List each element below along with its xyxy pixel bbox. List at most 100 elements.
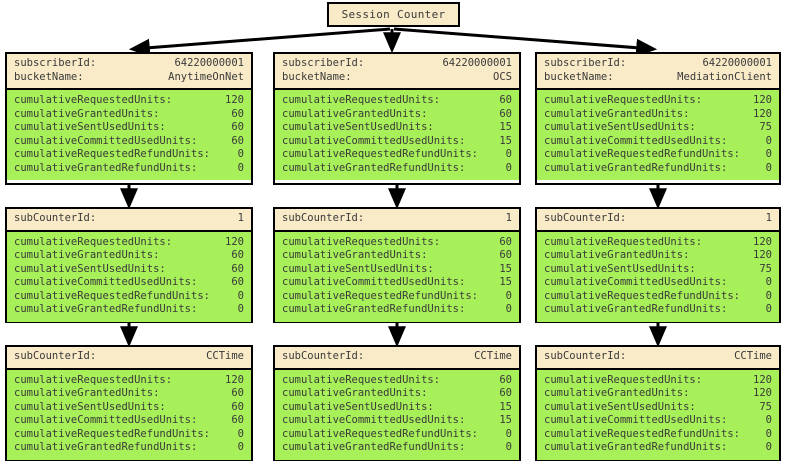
field-value: 120 <box>753 235 772 248</box>
field-key: cumulativeSentUsedUnits: <box>14 121 166 133</box>
field-value: 0 <box>237 303 244 315</box>
sub-counter-box-column-1-2[interactable]: subCounterId: CCTime cumulativeRequested… <box>273 345 521 461</box>
sub-counter-box-column-2-2[interactable]: subCounterId: CCTime cumulativeRequested… <box>535 345 781 461</box>
field-row: cumulativeGrantedUnits: 120 <box>544 249 772 263</box>
field-row: cumulativeSentUsedUnits: 60 <box>14 401 244 415</box>
field-row: cumulativeRequestedRefundUnits: 0 <box>14 148 244 162</box>
sub-counter-box-header: subCounterId: 1 <box>7 209 251 230</box>
field-value: 1 <box>505 212 512 224</box>
bucket-box-body: cumulativeRequestedUnits: 120 cumulative… <box>7 88 251 180</box>
sub-counter-box-body: cumulativeRequestedUnits: 60 cumulativeG… <box>275 367 519 460</box>
sub-counter-box-body: cumulativeRequestedUnits: 120 cumulative… <box>7 229 251 322</box>
bucket-box-column-1[interactable]: subscriberId: 64220000001 bucketName: OC… <box>273 52 521 185</box>
sub-counter-box-header: subCounterId: CCTime <box>275 347 519 368</box>
field-key: cumulativeRequestedUnits: <box>544 235 703 248</box>
field-key: cumulativeCommittedUsedUnits: <box>14 276 198 288</box>
field-value: 0 <box>765 289 772 302</box>
field-value: 0 <box>237 161 244 174</box>
field-value: 60 <box>499 235 512 248</box>
field-value: 60 <box>499 94 512 106</box>
field-row: cumulativeRequestedUnits: 120 <box>544 236 772 250</box>
field-value: 15 <box>499 414 512 426</box>
field-row: cumulativeRequestedUnits: 120 <box>14 236 244 250</box>
field-row: cumulativeRequestedRefundUnits: 0 <box>544 148 772 162</box>
field-row: cumulativeSentUsedUnits: 60 <box>14 121 244 135</box>
field-row: cumulativeSentUsedUnits: 15 <box>282 401 512 415</box>
field-key: cumulativeCommittedUsedUnits: <box>282 276 466 288</box>
field-key: subscriberId: <box>544 57 627 69</box>
field-value: AnytimeOnNet <box>168 70 244 83</box>
field-row: cumulativeCommittedUsedUnits: 60 <box>14 414 244 428</box>
field-value: MediationClient <box>677 70 772 83</box>
field-key: cumulativeGrantedRefundUnits: <box>544 441 728 453</box>
field-key: cumulativeGrantedRefundUnits: <box>544 303 728 315</box>
field-row: cumulativeGrantedRefundUnits: 0 <box>14 441 244 455</box>
bucket-box-column-0[interactable]: subscriberId: 64220000001 bucketName: An… <box>5 52 253 185</box>
field-key: cumulativeRequestedUnits: <box>282 235 441 248</box>
field-key: cumulativeGrantedUnits: <box>544 107 690 120</box>
field-value: 64220000001 <box>174 57 244 69</box>
field-value: 0 <box>505 441 512 453</box>
field-value: 0 <box>505 303 512 315</box>
field-row: subscriberId: 64220000001 <box>544 57 772 71</box>
field-key: cumulativeSentUsedUnits: <box>544 121 696 133</box>
bucket-box-column-2[interactable]: subscriberId: 64220000001 bucketName: Me… <box>535 52 781 185</box>
field-row: cumulativeGrantedUnits: 60 <box>14 108 244 122</box>
field-row: cumulativeRequestedUnits: 120 <box>14 374 244 388</box>
field-key: cumulativeGrantedUnits: <box>14 387 160 399</box>
field-value: 60 <box>231 387 244 399</box>
sub-counter-box-column-2-1[interactable]: subCounterId: 1 cumulativeRequestedUnits… <box>535 207 781 323</box>
field-row: cumulativeGrantedRefundUnits: 0 <box>14 162 244 176</box>
sub-counter-box-body: cumulativeRequestedUnits: 60 cumulativeG… <box>275 229 519 322</box>
field-value: 60 <box>231 414 244 426</box>
field-value: 0 <box>765 414 772 426</box>
field-value: 15 <box>499 262 512 275</box>
field-value: 0 <box>505 148 512 160</box>
field-value: 120 <box>753 373 772 386</box>
field-row: subCounterId: 1 <box>14 212 244 226</box>
field-value: 15 <box>499 400 512 413</box>
field-key: cumulativeGrantedUnits: <box>282 387 428 399</box>
field-value: 0 <box>237 148 244 160</box>
field-row: cumulativeCommittedUsedUnits: 60 <box>14 276 244 290</box>
sub-counter-box-header: subCounterId: 1 <box>275 209 519 230</box>
field-key: cumulativeGrantedRefundUnits: <box>282 441 466 453</box>
field-key: subscriberId: <box>282 57 365 69</box>
field-row: cumulativeCommittedUsedUnits: 15 <box>282 276 512 290</box>
field-value: CCTime <box>734 350 772 362</box>
field-key: cumulativeCommittedUsedUnits: <box>544 134 728 147</box>
sub-counter-box-body: cumulativeRequestedUnits: 120 cumulative… <box>7 367 251 460</box>
field-key: cumulativeCommittedUsedUnits: <box>282 414 466 426</box>
bucket-box-header: subscriberId: 64220000001 bucketName: An… <box>7 54 251 88</box>
field-value: 0 <box>765 427 772 440</box>
field-key: cumulativeRequestedUnits: <box>544 373 703 386</box>
field-row: subCounterId: 1 <box>544 212 772 226</box>
session-counter-node[interactable]: Session Counter <box>327 2 460 27</box>
field-key: cumulativeSentUsedUnits: <box>14 262 166 275</box>
field-key: cumulativeRequestedRefundUnits: <box>282 289 478 302</box>
field-key: cumulativeCommittedUsedUnits: <box>544 414 728 426</box>
field-row: cumulativeRequestedRefundUnits: 0 <box>14 428 244 442</box>
field-value: 120 <box>225 373 244 386</box>
connector-root-to-column-2 <box>393 27 658 57</box>
field-key: subCounterId: <box>282 350 365 362</box>
sub-counter-box-column-0-1[interactable]: subCounterId: 1 cumulativeRequestedUnits… <box>5 207 253 323</box>
field-key: cumulativeRequestedRefundUnits: <box>544 289 740 302</box>
field-row: cumulativeRequestedUnits: 120 <box>544 374 772 388</box>
field-key: cumulativeSentUsedUnits: <box>282 121 434 133</box>
field-key: cumulativeRequestedUnits: <box>282 373 441 386</box>
field-row: cumulativeGrantedRefundUnits: 0 <box>544 162 772 176</box>
sub-counter-box-column-1-1[interactable]: subCounterId: 1 cumulativeRequestedUnits… <box>273 207 521 323</box>
field-value: 60 <box>231 262 244 275</box>
field-value: 64220000001 <box>442 57 512 69</box>
field-value: 0 <box>765 148 772 160</box>
field-key: cumulativeRequestedRefundUnits: <box>14 148 210 160</box>
field-row: cumulativeGrantedRefundUnits: 0 <box>282 441 512 455</box>
field-key: subCounterId: <box>544 350 627 362</box>
sub-counter-box-column-0-2[interactable]: subCounterId: CCTime cumulativeRequested… <box>5 345 253 461</box>
field-row: cumulativeCommittedUsedUnits: 15 <box>282 135 512 149</box>
field-key: bucketName: <box>282 70 352 83</box>
field-value: 60 <box>231 107 244 120</box>
field-key: cumulativeGrantedRefundUnits: <box>282 161 466 174</box>
field-key: cumulativeRequestedUnits: <box>14 94 173 106</box>
